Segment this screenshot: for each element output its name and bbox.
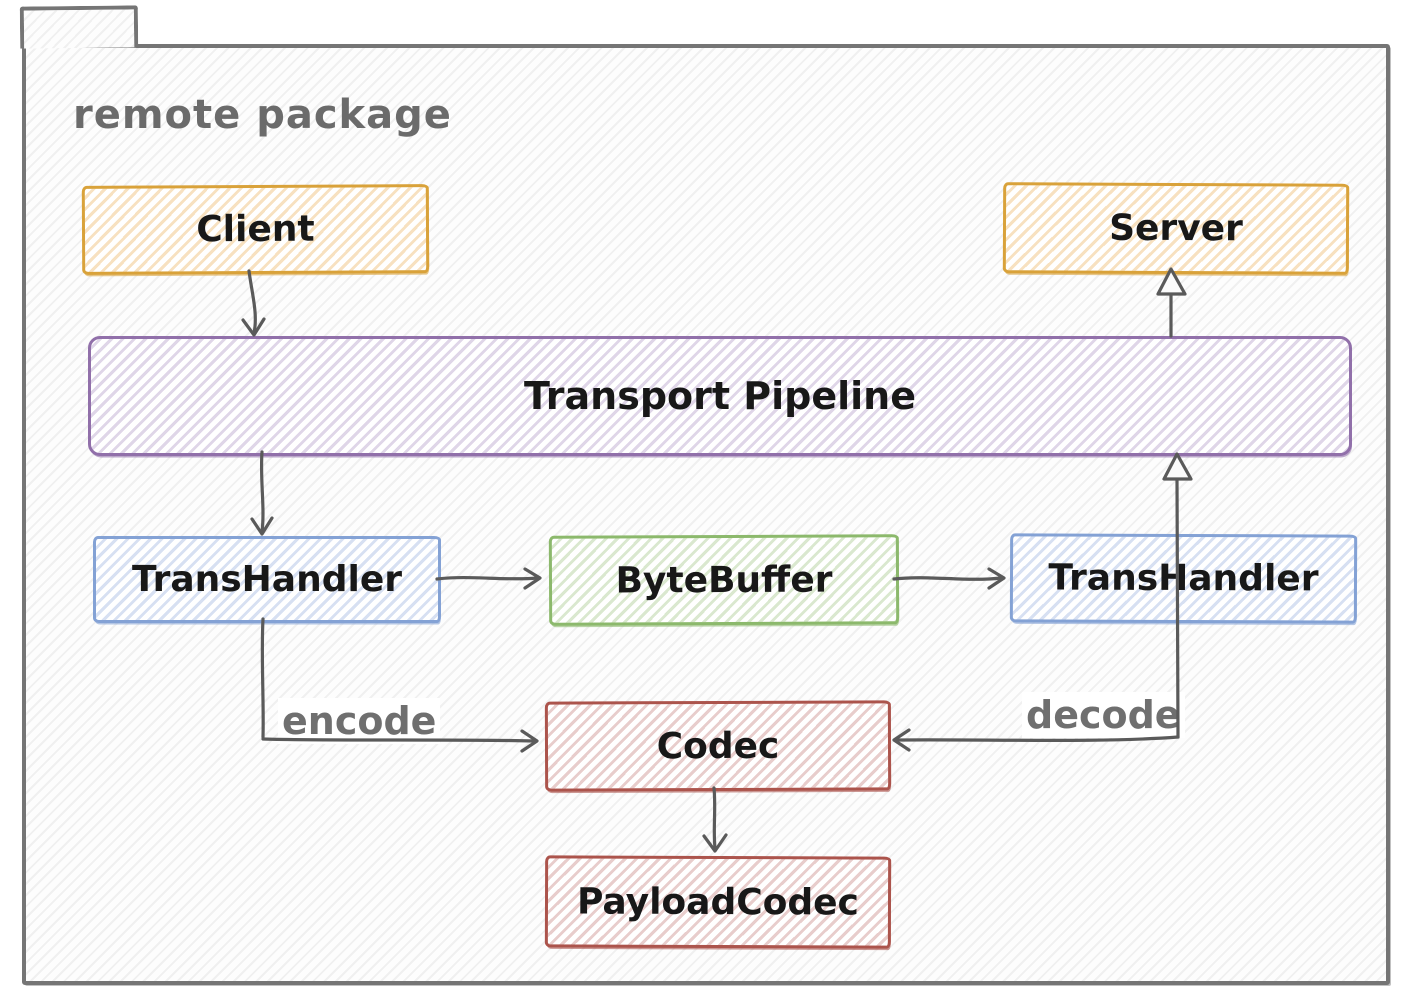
node-server: Server	[1002, 182, 1350, 275]
node-codec: Codec	[544, 700, 892, 792]
node-payload-codec-label: PayloadCodec	[576, 881, 860, 923]
node-trans-handler-left: TransHandler	[93, 536, 441, 623]
node-client-label: Client	[196, 208, 315, 251]
package-tab	[19, 5, 139, 49]
edge-label-encode: encode	[278, 698, 441, 744]
node-trans-handler-right-label: TransHandler	[1048, 557, 1319, 600]
edge-label-decode: decode	[1022, 692, 1185, 738]
node-codec-label: Codec	[656, 725, 780, 767]
node-trans-handler-right: TransHandler	[1009, 533, 1358, 624]
node-server-label: Server	[1109, 207, 1243, 250]
node-payload-codec: PayloadCodec	[544, 855, 892, 949]
node-client: Client	[81, 184, 430, 275]
node-transport-pipeline: Transport Pipeline	[88, 336, 1352, 456]
node-byte-buffer: ByteBuffer	[548, 534, 900, 626]
node-transport-pipeline-label: Transport Pipeline	[524, 374, 916, 418]
package-title: remote package	[73, 92, 452, 138]
node-byte-buffer-label: ByteBuffer	[615, 559, 833, 601]
node-trans-handler-left-label: TransHandler	[131, 559, 403, 600]
